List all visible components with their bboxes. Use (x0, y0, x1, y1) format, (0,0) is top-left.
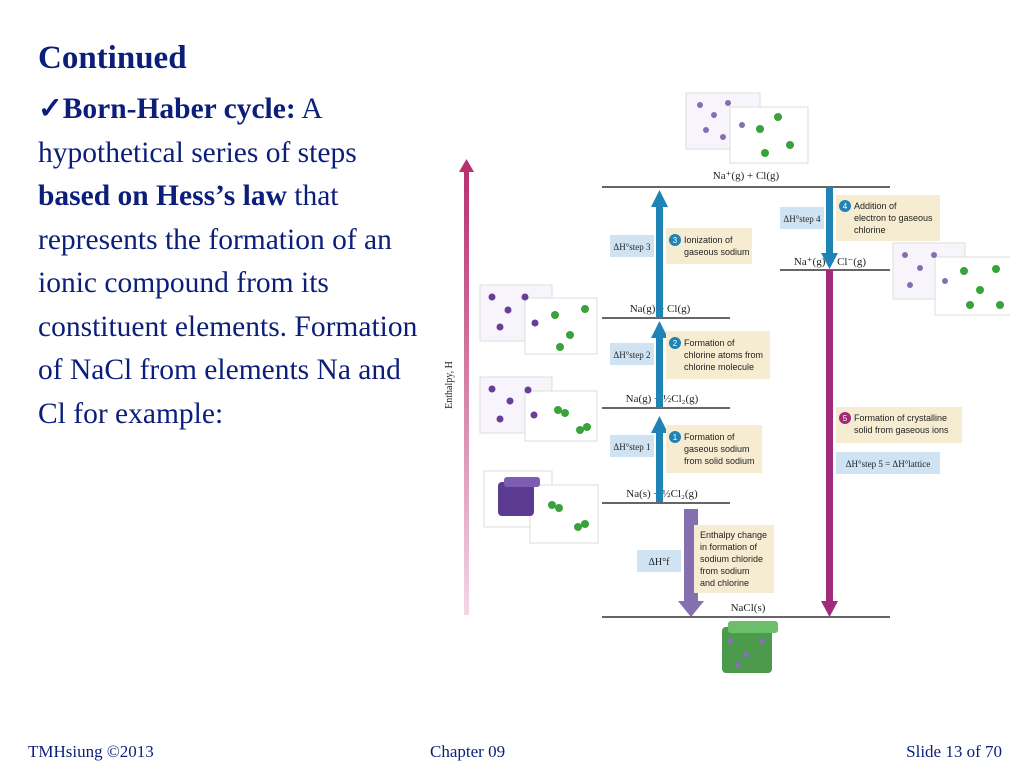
body-text-1: A hypothetical series of steps (38, 93, 357, 169)
svg-text:sodium chloride: sodium chloride (700, 554, 763, 564)
svg-text:Ionization of: Ionization of (684, 235, 733, 245)
arrow-step-1-head (651, 416, 668, 433)
step-2-box: 2 Formation of chlorine atoms from chlor… (666, 331, 770, 379)
enthalpy-axis (464, 170, 469, 615)
level-label-nacl: NaCl(s) (731, 602, 766, 614)
particles-top (685, 92, 809, 164)
svg-text:Formation of: Formation of (684, 432, 735, 442)
dh-box-formation: ΔH°f (637, 550, 681, 572)
svg-text:Formation of: Formation of (684, 338, 735, 348)
dh-box-step-2: ΔH°step 2 (610, 343, 654, 365)
svg-text:ΔH°step 4: ΔH°step 4 (783, 214, 821, 224)
dh-box-step-5: ΔH°step 5 = ΔH°lattice (836, 452, 940, 474)
enthalpy-axis-label: Enthalpy, H (444, 361, 455, 409)
arrow-step-3 (656, 205, 663, 318)
footer-author: TMHsiung ©2013 (28, 742, 154, 761)
svg-text:ΔH°f: ΔH°f (649, 557, 671, 568)
svg-text:in formation of: in formation of (700, 542, 758, 552)
step-4-box: 4 Addition of electron to gaseous chlori… (836, 195, 940, 241)
svg-text:and chlorine: and chlorine (700, 578, 749, 588)
arrow-step-1 (656, 430, 663, 502)
arrow-step-5-head (821, 601, 838, 617)
step-1-box: 1 Formation of gaseous sodium from solid… (666, 425, 762, 473)
body-text-2: that represents the formation of an ioni… (38, 180, 418, 430)
svg-text:chlorine atoms from: chlorine atoms from (684, 350, 763, 360)
slide-title: Continued (38, 40, 187, 76)
svg-text:ΔH°step 1: ΔH°step 1 (613, 442, 650, 452)
step-5-box: 5 Formation of crystalline solid from ga… (836, 407, 962, 443)
particles-ions (892, 242, 1010, 316)
footer-chapter: Chapter 09 (430, 742, 506, 761)
dh-box-step-3: ΔH°step 3 (610, 235, 654, 257)
arrow-step-4 (826, 187, 833, 255)
svg-text:solid from gaseous ions: solid from gaseous ions (854, 425, 949, 435)
checkmark-icon: ✓ (38, 93, 63, 125)
svg-text:chlorine: chlorine (854, 225, 886, 235)
svg-text:gaseous sodium: gaseous sodium (684, 247, 750, 257)
svg-text:ΔH°step 3: ΔH°step 3 (613, 242, 651, 252)
body-bold-hess: based on Hess’s law (38, 180, 287, 212)
nacl-crystal (722, 621, 778, 673)
term-born-haber: Born-Haber cycle: (62, 93, 296, 125)
arrow-step-4-head (821, 253, 838, 269)
dh-box-step-1: ΔH°step 1 (610, 435, 654, 457)
arrow-formation-head (678, 601, 704, 617)
arrow-step-5 (826, 270, 833, 603)
arrow-step-2-head (651, 321, 668, 338)
enthalpy-axis-arrowhead (459, 159, 474, 172)
svg-text:5: 5 (843, 414, 848, 423)
svg-text:electron to gaseous: electron to gaseous (854, 213, 933, 223)
svg-text:Formation of crystalline: Formation of crystalline (854, 413, 947, 423)
svg-text:from sodium: from sodium (700, 566, 750, 576)
svg-text:3: 3 (673, 236, 678, 245)
level-label-top: Na⁺(g) + Cl(g) (713, 170, 780, 182)
svg-text:Enthalpy change: Enthalpy change (700, 530, 767, 540)
dh-box-step-4: ΔH°step 4 (780, 207, 824, 229)
svg-text:4: 4 (843, 202, 848, 211)
slide-body-text: ✓Born-Haber cycle: A hypothetical series… (38, 88, 428, 436)
svg-text:from solid sodium: from solid sodium (684, 456, 755, 466)
arrow-step-2 (656, 335, 663, 408)
formation-box: Enthalpy change in formation of sodium c… (694, 525, 774, 593)
svg-text:2: 2 (673, 339, 678, 348)
particles-na-gas-cl2 (479, 376, 598, 442)
svg-text:gaseous sodium: gaseous sodium (684, 444, 750, 454)
svg-text:ΔH°step 5 = ΔH°lattice: ΔH°step 5 = ΔH°lattice (846, 459, 931, 469)
particles-solid-na (483, 470, 599, 544)
svg-text:chlorine molecule: chlorine molecule (684, 362, 754, 372)
svg-text:Addition of: Addition of (854, 201, 897, 211)
svg-text:ΔH°step 2: ΔH°step 2 (613, 350, 650, 360)
particles-gas-atoms (479, 284, 598, 355)
footer-slide-number: Slide 13 of 70 (906, 742, 1002, 761)
svg-text:1: 1 (673, 433, 678, 442)
step-3-box: 3 Ionization of gaseous sodium (666, 228, 752, 264)
born-haber-diagram: Enthalpy, H (444, 92, 1010, 673)
arrow-step-3-head (651, 190, 668, 207)
